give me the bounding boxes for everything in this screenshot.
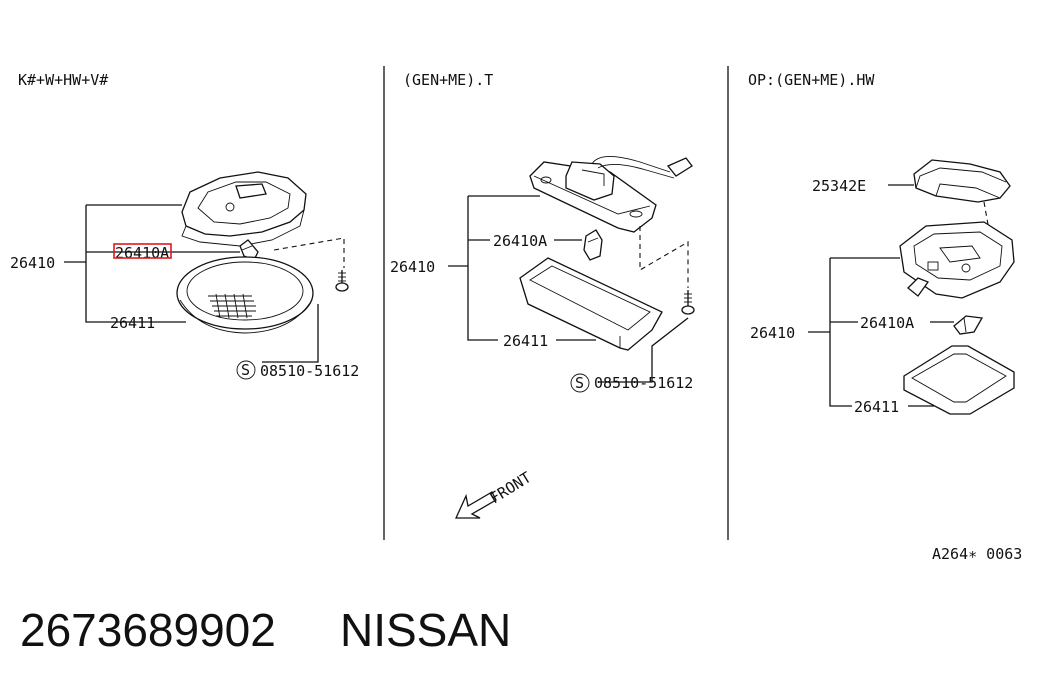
panel-3-bulb (953, 315, 984, 335)
panel-3-switch-label: 25342E (812, 177, 866, 195)
panel-2-bulb (583, 229, 603, 261)
diagram-code: A264∗ 0063 (932, 545, 1022, 563)
panel-2-screw (681, 290, 695, 315)
panel-3-housing (899, 221, 1015, 299)
panel-2-header: (GEN+ME).T (403, 71, 493, 89)
highlight-box (113, 243, 172, 259)
panel-3: OP:(GEN+ME).HW 2534 (748, 71, 1015, 416)
panel-2: (GEN+ME).T (390, 71, 695, 519)
lens-grid (208, 293, 256, 319)
panel-2-screw-symbol: S (575, 374, 584, 392)
panel-3-bulb-label: 26410A (860, 314, 914, 332)
panel-3-lens (903, 345, 1015, 415)
panel-2-lens (519, 257, 663, 351)
panel-1-housing (181, 171, 307, 247)
panel-1: K#+W+HW+V# (10, 71, 359, 380)
panel-1-screw (335, 270, 349, 292)
footer-part-number: 2673689902 (20, 604, 276, 656)
panel-3-header: OP:(GEN+ME).HW (748, 71, 875, 89)
panel-1-header: K#+W+HW+V# (18, 71, 108, 89)
panel-1-bulb-label: 26410A (115, 244, 169, 262)
panel-2-screw-label: 08510-51612 (594, 374, 693, 392)
panel-1-screw-label: 08510-51612 (260, 362, 359, 380)
panel-2-housing (529, 156, 693, 233)
panel-2-screw-symbol-circle (570, 373, 590, 393)
panel-1-assembly-label: 26410 (10, 254, 55, 272)
front-label: FRONT (487, 468, 535, 507)
panel-3-assembly-label: 26410 (750, 324, 795, 342)
footer-brand: NISSAN (340, 604, 511, 656)
panel-1-screw-symbol: S (241, 361, 250, 379)
panel-1-screw-symbol-circle (236, 360, 256, 380)
panel-3-switch (913, 159, 1011, 203)
front-arrow-icon (454, 491, 497, 519)
panel-2-bulb-label: 26410A (493, 232, 547, 250)
panel-1-bulb (239, 239, 259, 261)
panel-2-assembly-label: 26410 (390, 258, 435, 276)
panel-1-lens (176, 256, 314, 334)
panel-2-lens-label: 26411 (503, 332, 548, 350)
panel-3-lens-label: 26411 (854, 398, 899, 416)
panel-1-lens-label: 26411 (110, 314, 155, 332)
